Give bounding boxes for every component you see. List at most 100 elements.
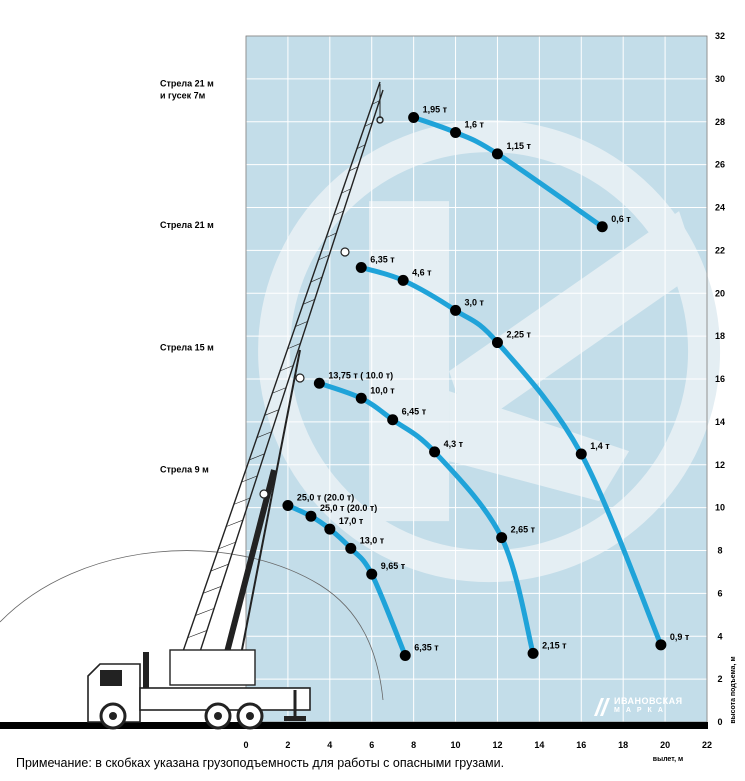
data-point [596, 221, 608, 233]
watermark-ring [258, 120, 721, 583]
data-label: 0,9 т [670, 632, 690, 642]
y-tick-label: 12 [715, 460, 725, 470]
brand-logo: ИВАНОВСКАЯ МАРКА [592, 694, 712, 720]
x-tick-label: 16 [576, 740, 586, 750]
data-point [429, 446, 441, 458]
y-tick-label: 26 [715, 160, 725, 170]
boom-labels: Стрела 21 м и гусек 7м Стрела 21 м Стрела 1… [160, 79, 214, 475]
boom-section [222, 469, 277, 661]
grid [245, 35, 708, 723]
boom-label: Стрела 21 м [160, 220, 214, 230]
x-tick-label: 8 [411, 740, 416, 750]
y-tick-label: 20 [715, 288, 725, 298]
boom-lattice [241, 475, 258, 483]
data-label: 6,35 т [414, 643, 439, 653]
data-label: 2,65 т [511, 525, 536, 535]
y-tick-label: 32 [715, 31, 725, 41]
data-point [575, 448, 587, 460]
boom-lattice [202, 586, 222, 594]
boom-lattice [356, 144, 366, 149]
boom-lattice [364, 122, 373, 127]
series-points [282, 111, 667, 662]
data-label: 25,0 т (20.0 т) [297, 492, 354, 502]
footnote: Примечание: в скобках указана грузоподъе… [16, 756, 505, 770]
boom-label: Стрела 15 м [160, 342, 214, 352]
y-tick-label: 6 [717, 588, 722, 598]
x-tick-label: 6 [369, 740, 374, 750]
boom-edge-right [195, 89, 384, 665]
data-label: 13,75 т ( 10.0 т) [328, 370, 393, 380]
boom-lattice [341, 188, 351, 194]
boom-lattice [310, 276, 323, 283]
data-point [355, 392, 367, 404]
watermark-arm-upper [449, 211, 700, 432]
y-tick-label: 2 [717, 674, 722, 684]
pulley-icon [295, 373, 305, 383]
data-point [355, 262, 367, 274]
boom-lattice [279, 365, 294, 372]
boom-lattice [249, 453, 265, 461]
brand-mark-icon [594, 698, 610, 716]
y-tick-label: 14 [715, 417, 725, 427]
x-tick-label: 2 [285, 740, 290, 750]
data-point [491, 148, 503, 160]
x-tick-label: 18 [618, 740, 628, 750]
boom-lattice [333, 210, 344, 216]
data-label: 1,6 т [465, 119, 485, 129]
series-line [411, 114, 605, 230]
x-tick-label: 14 [534, 740, 544, 750]
x-tick-label: 22 [702, 740, 712, 750]
y-tick-label: 28 [715, 117, 725, 127]
boom-lattice [187, 630, 208, 639]
data-point [313, 377, 325, 389]
crane-illustration [0, 81, 708, 730]
data-label: 2,15 т [542, 640, 567, 650]
data-point [655, 639, 667, 651]
y-tick-label: 30 [715, 74, 725, 84]
boom-section-mid [239, 349, 301, 661]
data-point [366, 568, 378, 580]
wheel-hub [109, 712, 117, 720]
x-tick-label: 12 [492, 740, 502, 750]
data-point [491, 337, 503, 349]
data-label: 10,0 т [370, 385, 395, 395]
truck-window [100, 670, 122, 686]
data-point [282, 499, 294, 511]
boom-lattice [264, 409, 279, 416]
outrigger-pad [284, 716, 306, 721]
data-label: 6,35 т [370, 255, 395, 265]
boom-lattice [233, 497, 251, 505]
data-label: 1,95 т [423, 104, 448, 114]
boom-label: Стрела 21 м [160, 79, 214, 89]
boom-lattice [256, 431, 272, 438]
hook-icon [376, 116, 384, 124]
x-tick-label: 10 [451, 740, 461, 750]
data-point [408, 111, 420, 123]
y-tick-label: 16 [715, 374, 725, 384]
data-label: 4,6 т [412, 267, 432, 277]
watermark-bar [369, 201, 450, 522]
data-label: 1,4 т [590, 441, 610, 451]
data-label: 1,15 т [506, 141, 531, 151]
boom-label-line2: и гусек 7м [160, 91, 206, 101]
data-label: 13,0 т [360, 535, 385, 545]
brand-subtitle: МАРКА [614, 707, 669, 714]
x-tick-label: 0 [243, 740, 248, 750]
y-axis-label: высота подъема, м [730, 656, 737, 723]
boom-lattice [349, 166, 359, 172]
boom-lattice [302, 299, 315, 305]
boom-lattice [287, 343, 301, 350]
data-point [450, 126, 462, 138]
y-tick-label: 24 [715, 203, 725, 213]
y-tick-label: 8 [717, 546, 722, 556]
data-labels: 25,0 т (20.0 т)25,0 т (20.0 т)17,0 т13,0… [297, 104, 690, 652]
pulley-icon [259, 489, 269, 499]
x-axis-label: вылет, м [653, 756, 683, 763]
data-point [399, 650, 411, 662]
y-tick-label: 10 [715, 503, 725, 513]
wheel-hub [214, 712, 222, 720]
boom-lattice [226, 519, 244, 527]
pulley-icon [340, 247, 350, 257]
